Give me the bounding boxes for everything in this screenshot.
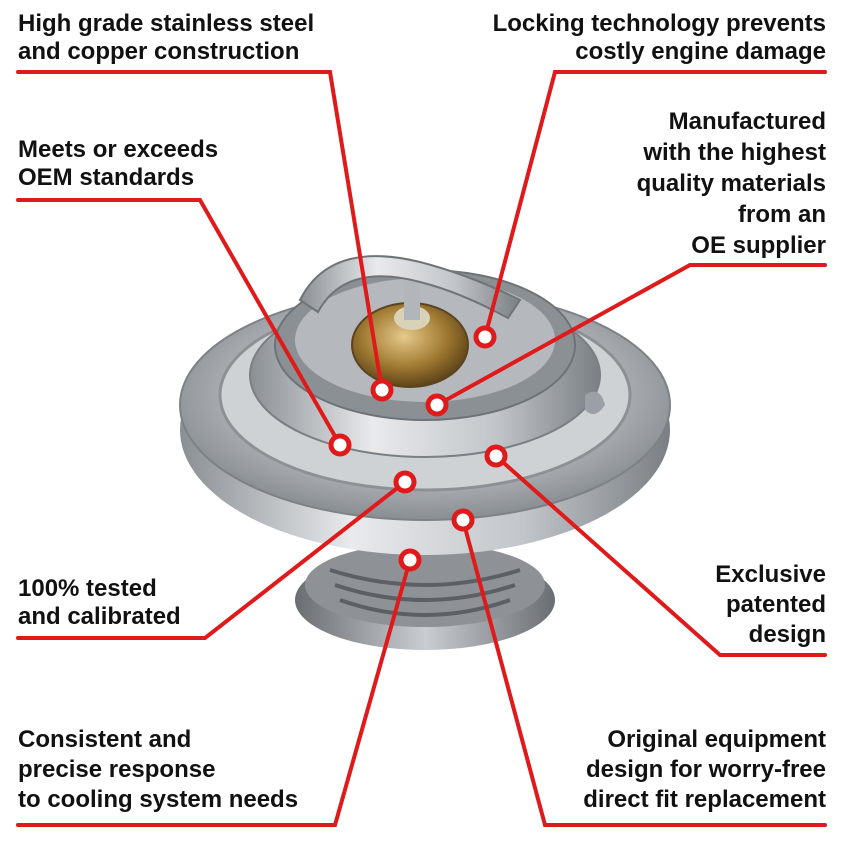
marker-original (451, 508, 475, 532)
callout-manufactured: Manufactured with the highest quality ma… (637, 106, 826, 261)
callout-consistent: Consistent and precise response to cooli… (18, 725, 298, 815)
callout-consistent-line-2: precise response (18, 756, 216, 783)
callout-tested-line-1: 100% tested (18, 575, 157, 602)
callout-consistent-line-3: to cooling system needs (18, 786, 299, 813)
marker-tested (393, 470, 417, 494)
callout-stainless-line-2: and copper construction (18, 38, 300, 65)
thermostat-body (179, 255, 671, 650)
callout-oem: Meets or exceeds OEM standards (18, 136, 218, 192)
marker-manufactured (425, 393, 449, 417)
callout-original-line-1: Original equipment (607, 726, 826, 753)
callout-original-line-2: design for worry-free (585, 756, 826, 783)
callout-locking: Locking technology prevents costly engin… (493, 10, 826, 66)
callout-stainless-line-1: High grade stainless steel (18, 10, 315, 37)
leader-oem (16, 198, 342, 447)
marker-exclusive (484, 444, 508, 468)
leader-original (461, 518, 827, 827)
callout-exclusive-line-3: design (748, 621, 826, 648)
leader-tested (16, 480, 407, 640)
callout-manufactured-line-5: OE supplier (691, 232, 826, 259)
marker-oem (328, 433, 352, 457)
spring-coils (329, 568, 521, 617)
bridge-strap (298, 255, 522, 320)
callout-oem-line-1: Meets or exceeds (18, 136, 219, 163)
callout-exclusive-line-1: Exclusive (715, 561, 826, 588)
callout-manufactured-line-4: from an (737, 201, 826, 228)
callout-exclusive-line-2: patented (725, 591, 826, 618)
leader-consistent (16, 558, 412, 827)
callout-leaders (16, 70, 827, 827)
marker-locking (473, 325, 497, 349)
leader-stainless (16, 70, 384, 392)
callout-locking-line-1: Locking technology prevents (492, 10, 826, 37)
callout-stainless: High grade stainless steel and copper co… (18, 10, 314, 66)
callout-locking-line-2: costly engine damage (575, 38, 826, 65)
leader-locking (483, 70, 827, 339)
callout-manufactured-line-3: quality materials (636, 170, 826, 197)
marker-stainless (370, 378, 394, 402)
callout-exclusive: Exclusive patented design (715, 560, 826, 650)
leader-exclusive (494, 454, 827, 657)
callout-manufactured-line-1: Manufactured (668, 108, 826, 135)
callout-original-line-3: direct fit replacement (583, 786, 826, 813)
callout-original: Original equipment design for worry-free… (583, 725, 826, 815)
valve-stem (404, 270, 420, 320)
callout-oem-line-2: OEM standards (18, 164, 195, 191)
callout-manufactured-line-2: with the highest (643, 139, 826, 166)
callout-markers (328, 325, 508, 572)
marker-consistent (398, 548, 422, 572)
callout-tested: 100% tested and calibrated (18, 575, 181, 631)
jiggle-tab (585, 391, 605, 414)
callout-tested-line-2: and calibrated (18, 603, 181, 630)
callout-consistent-line-1: Consistent and (18, 726, 192, 753)
leader-manufactured (435, 263, 827, 407)
